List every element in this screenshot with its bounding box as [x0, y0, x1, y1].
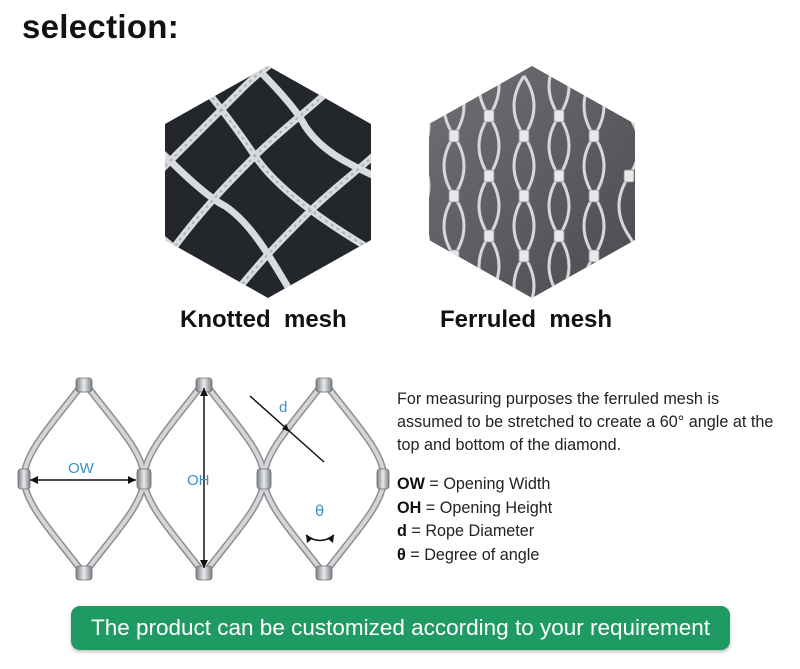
ow-label: OW [68, 460, 95, 477]
legend-key: d [397, 522, 407, 540]
legend-item-ow: OW = Opening Width [397, 473, 787, 497]
measurement-legend: OW = Opening Width OH = Opening Height d… [397, 473, 787, 567]
legend-item-oh: OH = Opening Height [397, 497, 787, 521]
ferruled-mesh-image [429, 66, 635, 298]
legend-key: OW [397, 475, 425, 493]
legend-item-d: d = Rope Diameter [397, 520, 787, 544]
knotted-mesh-caption: Knotted mesh [180, 306, 347, 333]
legend-key: OH [397, 498, 422, 517]
theta-label: θ [315, 502, 324, 520]
knotted-mesh-image [165, 66, 371, 298]
legend-key: θ [397, 545, 406, 564]
page-title: selection: [22, 8, 180, 45]
legend-text: = Degree of angle [405, 545, 540, 564]
legend-text: = Opening Width [424, 475, 551, 493]
legend-item-theta: θ = Degree of angle [397, 544, 787, 568]
oh-label: OH [187, 472, 210, 489]
banner-text: The product can be customized according … [90, 615, 711, 640]
d-label: d [279, 399, 287, 416]
ferruled-mesh-caption: Ferruled mesh [440, 306, 613, 333]
legend-text: = Opening Height [421, 498, 553, 517]
customization-banner: The product can be customized according … [71, 606, 730, 650]
mesh-measurement-diagram: OW OH d θ [14, 372, 390, 588]
legend-text: = Rope Diameter [406, 522, 535, 540]
measurement-description: For measuring purposes the ferruled mesh… [397, 390, 774, 454]
